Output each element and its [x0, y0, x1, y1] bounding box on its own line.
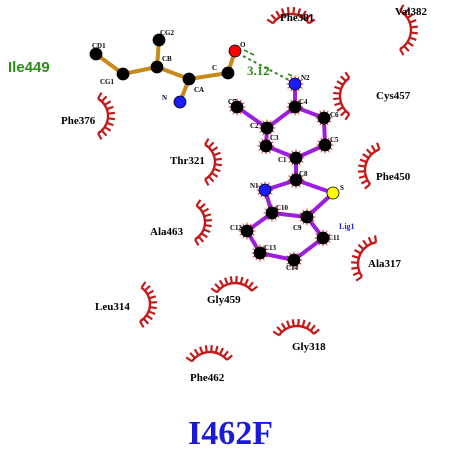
atom-cg2: [152, 33, 166, 47]
atom-label-c2: C2: [250, 122, 259, 130]
atom-cg1: [116, 67, 130, 81]
atom-c4: [286, 98, 304, 116]
residue-label-gly318: Gly318: [292, 341, 326, 353]
atom-label-cd1: CD1: [92, 42, 106, 50]
arc-phe381-icon: [266, 7, 316, 25]
atom-label-n: N: [162, 94, 167, 102]
atom-c: [221, 66, 235, 80]
atom-n1: [256, 181, 274, 199]
atom-label-n1: N1: [250, 182, 259, 190]
atom-label-c7: C7: [228, 98, 237, 106]
residue-label-phe462: Phe462: [190, 372, 225, 384]
atom-label-c5: C5: [330, 136, 339, 144]
atom-label-c14: C14: [286, 264, 299, 272]
hbond-residue-label: Ile449: [8, 59, 50, 76]
ligand-bond: [294, 178, 335, 195]
atom-label-s: S: [340, 184, 344, 192]
arc-val382-icon: [399, 4, 418, 56]
residue-label-cys457: Cys457: [376, 90, 411, 102]
atom-label-c10: C10: [276, 204, 289, 212]
atom-label-c: C: [212, 64, 217, 72]
ligand-name-label: Lig1: [339, 222, 355, 231]
atom-label-n2: N2: [301, 74, 310, 82]
atom-n: [173, 95, 187, 109]
atom-s: [326, 186, 340, 200]
atom-c12: [238, 222, 256, 240]
atom-c1: [287, 149, 305, 167]
atom-label-c6: C6: [330, 111, 339, 119]
atom-label-cg2: CG2: [160, 29, 175, 37]
atom-label-c11: C11: [328, 234, 340, 242]
atom-label-o: O: [240, 41, 246, 49]
arc-gly459-icon: [210, 275, 258, 294]
residue-label-phe381: Phe381: [280, 12, 314, 24]
arc-phe376-icon: [97, 92, 115, 140]
atom-c13: [251, 244, 269, 262]
atom-label-cg1: CG1: [100, 78, 115, 86]
residue-label-thr321: Thr321: [170, 155, 205, 167]
atom-c14: [285, 251, 303, 269]
arc-ala317-icon: [350, 235, 378, 282]
atom-label-c8: C8: [299, 170, 308, 178]
atoms: [89, 33, 340, 269]
residue-label-phe450: Phe450: [376, 171, 411, 183]
atom-c7: [228, 98, 246, 116]
hydrophobic-arcs: [97, 4, 418, 363]
residue-label-ala317: Ala317: [368, 258, 402, 270]
atom-o: [228, 44, 242, 58]
arc-ala463-icon: [194, 199, 213, 246]
atom-label-c4: C4: [299, 98, 308, 106]
atom-n2: [286, 75, 304, 93]
atom-c5: [316, 136, 334, 154]
atom-label-c9: C9: [293, 224, 302, 232]
atom-c10: [263, 204, 281, 222]
residue-bond: [187, 71, 230, 81]
arc-leu314-icon: [139, 281, 158, 328]
atom-c9: [298, 208, 316, 226]
residue-label-gly459: Gly459: [207, 294, 241, 306]
arc-phe462-icon: [185, 344, 233, 363]
arc-gly318-icon: [272, 318, 320, 337]
atom-cb: [150, 60, 164, 74]
atom-label-c12: C12: [230, 224, 243, 232]
residue-label-phe376: Phe376: [61, 115, 96, 127]
atom-cd1: [89, 47, 103, 61]
residue-label-val382: Val382: [395, 6, 427, 18]
arc-thr321-icon: [204, 138, 222, 186]
arc-phe450-icon: [357, 142, 381, 190]
arc-cys457-icon: [333, 71, 351, 121]
atom-label-ca: CA: [194, 86, 204, 94]
residue-label-ala463: Ala463: [150, 226, 184, 238]
atom-c8: [287, 171, 305, 189]
hbond-distance-label: 3.12: [247, 63, 270, 78]
atom-c3: [257, 137, 275, 155]
atom-label-c3: C3: [270, 134, 279, 142]
atom-c2: [258, 119, 276, 137]
atom-c6: [315, 109, 333, 127]
atom-c11: [314, 229, 332, 247]
atom-label-c13: C13: [264, 244, 277, 252]
diagram-title: I462F: [188, 415, 273, 452]
residue-label-leu314: Leu314: [95, 301, 130, 313]
atom-label-c1: C1: [278, 156, 287, 164]
atom-label-cb: CB: [162, 55, 172, 63]
atom-ca: [182, 72, 196, 86]
